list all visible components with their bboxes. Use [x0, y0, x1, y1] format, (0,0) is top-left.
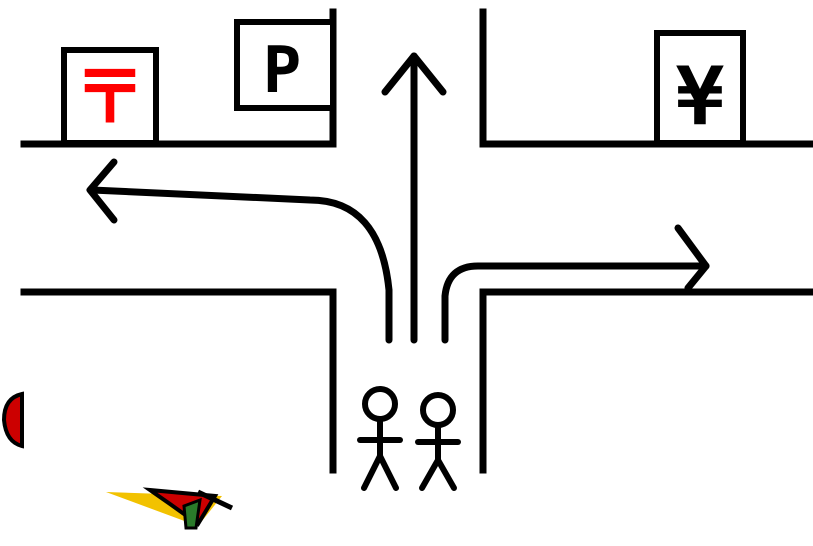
partial-clipart-pointer [106, 490, 232, 528]
partial-clipart-circle [4, 394, 22, 446]
yen-icon: ¥ [676, 50, 724, 143]
stick-figure-icon [360, 389, 400, 488]
stick-figure-icon [418, 395, 458, 488]
bank-sign: ¥ [657, 33, 743, 143]
arrow-left-icon [90, 162, 389, 340]
parking-icon: P [263, 34, 302, 108]
parking-sign: P [237, 22, 333, 108]
post-office-icon: 〒 [74, 55, 146, 139]
pedestrians [360, 389, 458, 488]
post-office-sign: 〒 [64, 50, 156, 143]
arrow-up-icon [385, 56, 443, 340]
route-arrows [90, 56, 706, 340]
